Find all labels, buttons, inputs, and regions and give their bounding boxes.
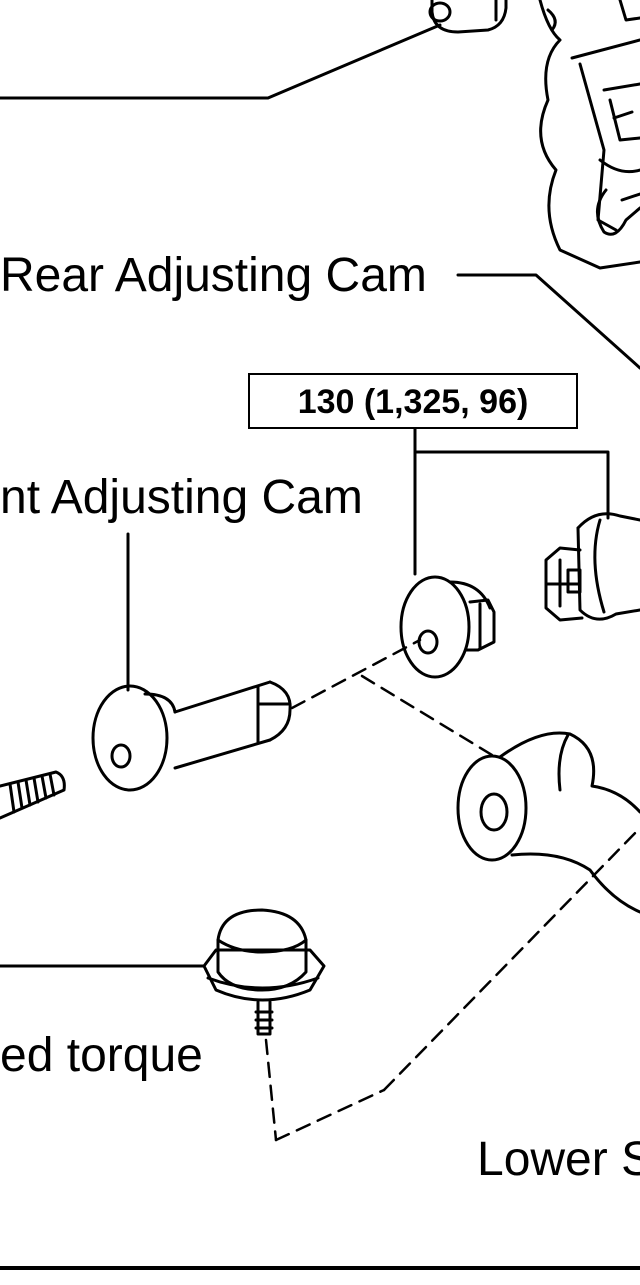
torque-spec-text: 130 (1,325, 96) [297, 383, 529, 421]
specified-torque-label: ed torque [0, 1029, 203, 1082]
threaded-stud [0, 770, 66, 820]
front-adjusting-cam-label: nt Adjusting Cam [0, 471, 363, 524]
cam-washer [399, 575, 496, 679]
torque-leader-lines [413, 427, 610, 576]
subframe-body [538, 0, 640, 270]
top-bushing [428, 0, 508, 34]
lower-arm-bushing [456, 731, 640, 914]
lower-part-label: Lower S [477, 1133, 640, 1186]
front-cam-bolt [91, 532, 292, 792]
right-bolt-nut [544, 512, 640, 622]
rear-cam-leader [456, 273, 640, 370]
stabilizer-bushing [0, 908, 326, 1036]
top-leader-line [0, 23, 442, 100]
alignment-dashes [264, 638, 640, 1142]
rear-adjusting-cam-label: Rear Adjusting Cam [0, 249, 427, 302]
torque-spec-box: 130 (1,325, 96) [248, 373, 578, 429]
